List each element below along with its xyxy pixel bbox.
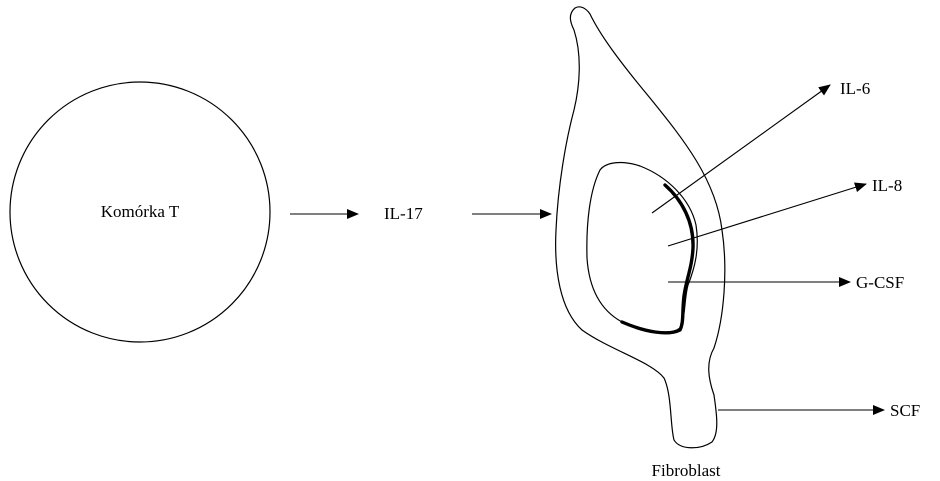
fibroblast-nucleus bbox=[587, 163, 697, 333]
il8-label: IL-8 bbox=[872, 176, 902, 195]
il17-label: IL-17 bbox=[384, 204, 423, 223]
arrow-il8 bbox=[668, 184, 866, 246]
t-cell-label: Komórka T bbox=[101, 202, 180, 221]
scf-label: SCF bbox=[890, 401, 920, 420]
fibroblast-membrane bbox=[556, 7, 725, 448]
nucleus-thick-edge bbox=[622, 185, 693, 333]
il6-label: IL-6 bbox=[840, 79, 870, 98]
arrow-il6 bbox=[652, 85, 830, 213]
fibroblast-label: Fibroblast bbox=[652, 461, 721, 480]
gcsf-label: G-CSF bbox=[856, 273, 904, 292]
